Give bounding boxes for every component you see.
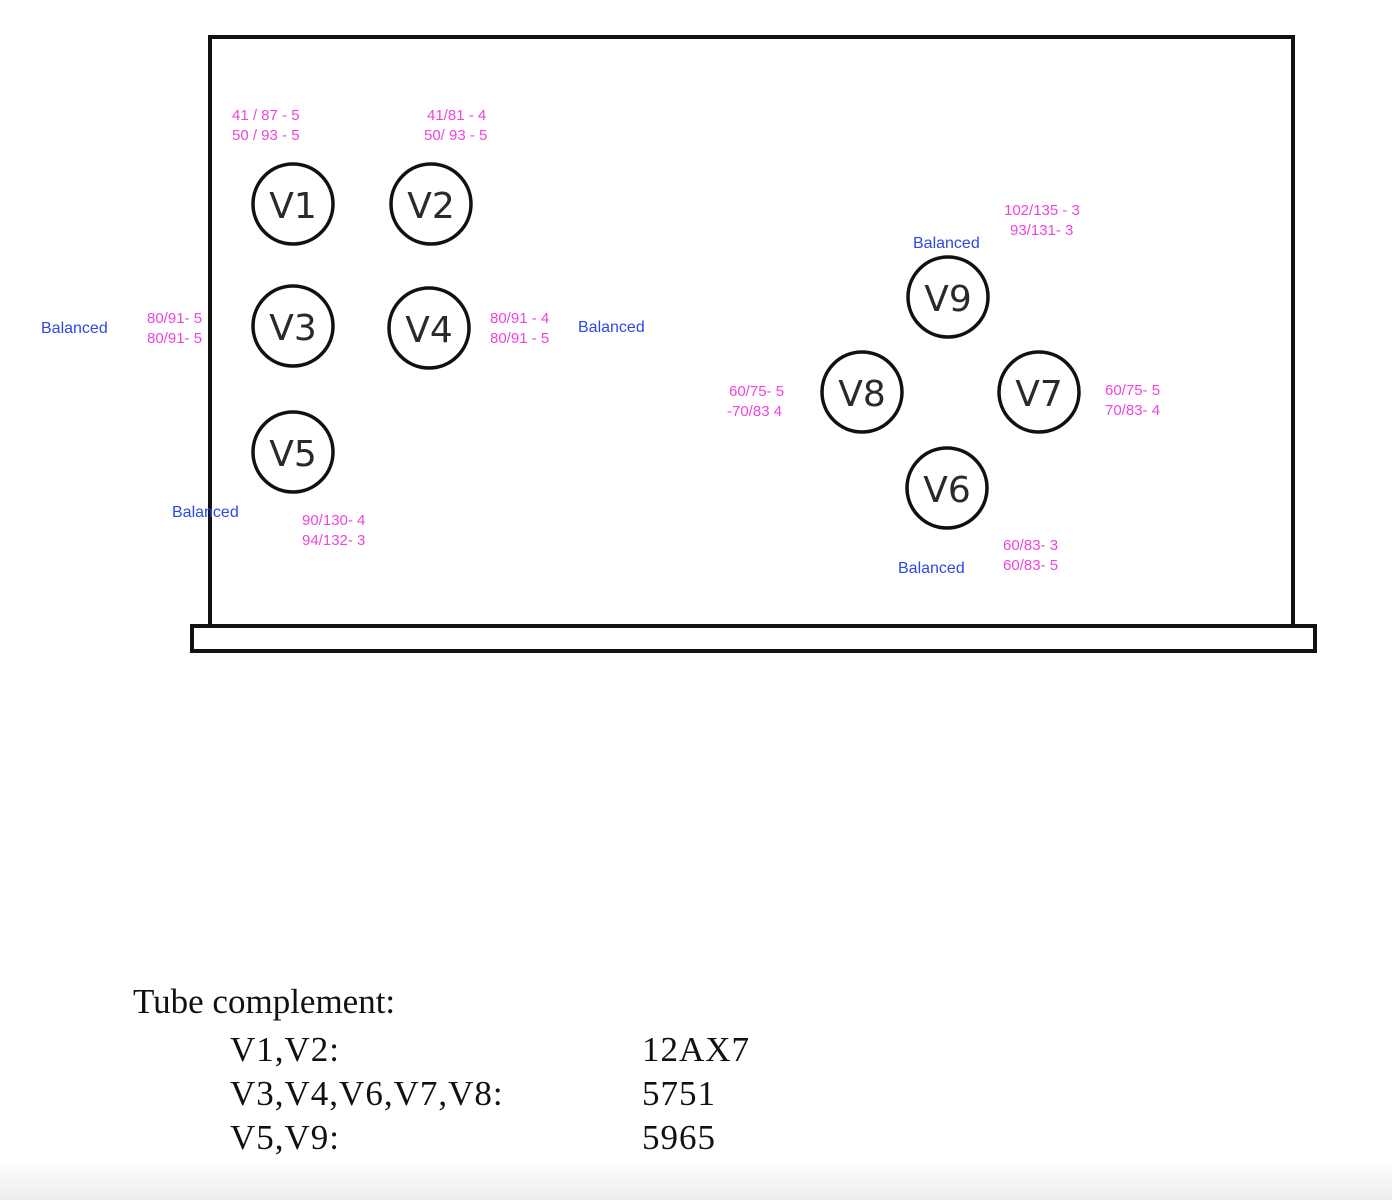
bottom-edge-shadow [0, 1162, 1392, 1200]
tube-v3: V3 [251, 284, 335, 368]
tube-socket-v7 [997, 350, 1081, 434]
tube-label-v4: V4 [405, 310, 453, 351]
tube-v4: V4 [387, 286, 471, 370]
reading-v6-b: 60/83- 5 [1003, 557, 1058, 574]
tube-v1: V1 [251, 162, 335, 246]
status-balanced-v6: Balanced [898, 560, 965, 577]
reading-v9-b: 93/131- 3 [1010, 222, 1073, 239]
reading-v9-a: 102/135 - 3 [1004, 202, 1080, 219]
tube-socket-v3 [251, 284, 335, 368]
tube-socket-v8 [820, 350, 904, 434]
reading-v2-b: 50/ 93 - 5 [424, 127, 487, 144]
reading-v5-b: 94/132- 3 [302, 532, 365, 549]
tube-v6: V6 [905, 446, 989, 530]
tube-v7: V7 [997, 350, 1081, 434]
tube-type: 12AX7 [642, 1030, 751, 1069]
tube-v5: V5 [251, 410, 335, 494]
tube-v9: V9 [906, 255, 990, 339]
reading-v4-a: 80/91 - 4 [490, 310, 549, 327]
reading-v3-a: 80/91- 5 [147, 310, 202, 327]
tube-complement-row: V3,V4,V6,V7,V8: 5751 [230, 1072, 750, 1116]
status-balanced-v3: Balanced [41, 320, 108, 337]
reading-v8-a: 60/75- 5 [729, 383, 784, 400]
tube-label-v1: V1 [269, 186, 317, 227]
tube-socket-v5 [251, 410, 335, 494]
tube-type: 5965 [642, 1118, 716, 1157]
tube-v2: V2 [389, 162, 473, 246]
reading-v5-a: 90/130- 4 [302, 512, 365, 529]
tube-socket-v2 [389, 162, 473, 246]
tube-group: V5,V9: [230, 1118, 341, 1157]
reading-v7-b: 70/83- 4 [1105, 402, 1160, 419]
tube-group: V1,V2: [230, 1030, 341, 1069]
reading-v2-a: 41/81 - 4 [427, 107, 486, 124]
tube-group: V3,V4,V6,V7,V8: [230, 1074, 504, 1113]
tube-socket-v1 [251, 162, 335, 246]
tube-label-v8: V8 [838, 374, 886, 415]
tube-v8: V8 [820, 350, 904, 434]
status-balanced-v5: Balanced [172, 504, 239, 521]
tube-label-v9: V9 [924, 279, 972, 320]
reading-v1-a: 41 / 87 - 5 [232, 107, 300, 124]
tube-label-v5: V5 [269, 434, 317, 475]
tube-complement-row: V1,V2: 12AX7 [230, 1028, 750, 1072]
tube-type: 5751 [642, 1074, 716, 1113]
tube-label-v6: V6 [923, 470, 971, 511]
tube-complement: Tube complement: V1,V2: 12AX7 V3,V4,V6,V… [133, 980, 750, 1160]
reading-v6-a: 60/83- 3 [1003, 537, 1058, 554]
tube-label-v7: V7 [1015, 374, 1063, 415]
reading-v8-b: -70/83 4 [727, 403, 782, 420]
tube-complement-title: Tube complement: [133, 982, 396, 1021]
tube-complement-row: V5,V9: 5965 [230, 1116, 750, 1160]
tube-complement-list: V1,V2: 12AX7 V3,V4,V6,V7,V8: 5751 V5,V9:… [230, 1028, 750, 1160]
tube-label-v3: V3 [269, 308, 317, 349]
chassis-diagram: V1 V2 V3 V4 V5 V6 V7 V8 V9 41 / 87 - 5 5… [41, 35, 1317, 653]
reading-v1-b: 50 / 93 - 5 [232, 127, 300, 144]
chassis-base [190, 624, 1317, 653]
tube-label-v2: V2 [407, 186, 455, 227]
chassis-outline [208, 35, 1295, 629]
tube-socket-v4 [387, 286, 471, 370]
tube-socket-v9 [906, 255, 990, 339]
status-balanced-v4: Balanced [578, 319, 645, 336]
reading-v4-b: 80/91 - 5 [490, 330, 549, 347]
reading-v3-b: 80/91- 5 [147, 330, 202, 347]
status-balanced-v9: Balanced [913, 235, 980, 252]
tube-socket-v6 [905, 446, 989, 530]
reading-v7-a: 60/75- 5 [1105, 382, 1160, 399]
